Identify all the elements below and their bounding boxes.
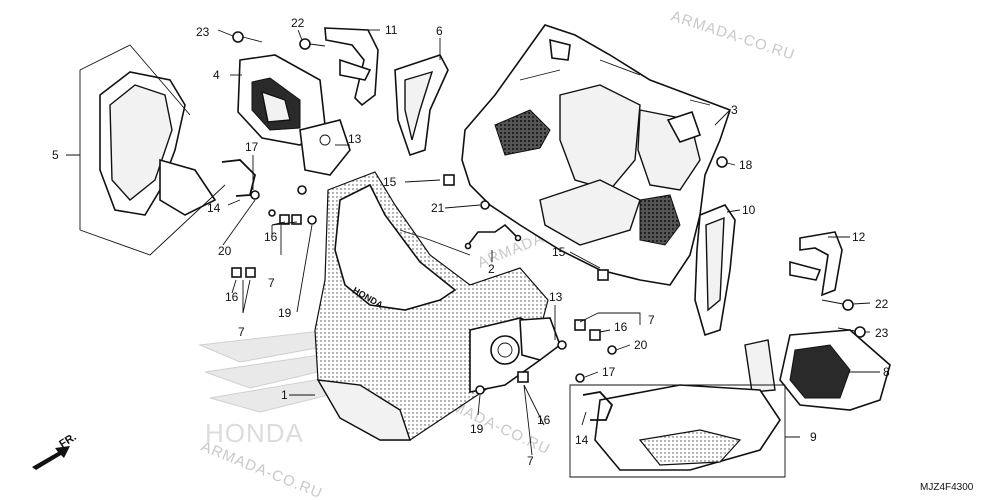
callout-15-b: 15: [552, 245, 566, 259]
washer-left: [268, 209, 276, 217]
callout-3: 3: [731, 103, 738, 117]
watermark-1: ARMADA-CO.RU: [669, 8, 797, 64]
screw-20-right: [607, 345, 617, 355]
fasteners: [231, 31, 866, 395]
callout-21: 21: [431, 201, 445, 215]
callout-14-b: 14: [575, 433, 589, 447]
callout-5: 5: [52, 148, 59, 162]
bolt-22-right: [842, 299, 854, 311]
screw-20-left: [297, 185, 307, 195]
part-13-right-plate: [519, 317, 561, 361]
clip-7-right-upper: [574, 319, 586, 331]
leader-lines: [66, 29, 880, 478]
nut-19-right: [475, 385, 485, 395]
callout-16-c: 16: [614, 320, 628, 334]
callout-7-d: 7: [527, 454, 534, 468]
clip-16-right-upper: [589, 329, 601, 341]
part-10-bracket: [694, 204, 736, 337]
part-2-cable: [464, 223, 522, 250]
callout-7-b: 7: [238, 325, 245, 339]
clip-16-left-lower: [231, 267, 242, 278]
part-8-pocket-box: [744, 329, 891, 411]
callout-12: 12: [852, 230, 866, 244]
callout-16-a: 16: [264, 230, 278, 244]
clip-7-left-upper: [291, 214, 302, 225]
callout-23-b: 23: [875, 326, 889, 340]
part-4-pocket-box: [237, 54, 326, 146]
part-13-left-plate: [299, 119, 351, 176]
callout-20-a: 20: [218, 244, 232, 258]
callout-22-b: 22: [875, 297, 889, 311]
callouts: 1 2 3 4 5 6 7 7 7 7 8 9 10 11 12 13 13 1…: [52, 16, 890, 468]
part-14-right-clip: [582, 391, 614, 421]
callout-22-a: 22: [291, 16, 305, 30]
callout-1: 1: [281, 388, 288, 402]
part-11-hook: [324, 27, 379, 107]
callout-13-a: 13: [348, 132, 362, 146]
bolt-23-left: [232, 31, 244, 43]
callout-11: 11: [385, 23, 398, 37]
callout-6: 6: [436, 24, 443, 38]
nut-19-left: [307, 215, 317, 225]
callout-4: 4: [213, 68, 220, 82]
part-6-bracket: [394, 54, 449, 157]
nut-17-left: [250, 190, 260, 200]
bolt-18: [716, 156, 728, 168]
clip-15-left: [443, 174, 455, 186]
clip-16-right-lower: [517, 371, 529, 383]
part-3-inner-panel: [461, 24, 732, 286]
callout-14-a: 14: [207, 201, 221, 215]
callout-9: 9: [810, 430, 817, 444]
callout-23-a: 23: [196, 25, 210, 39]
diagram-code: MJZ4F4300: [920, 482, 974, 493]
callout-2: 2: [488, 262, 495, 276]
callout-7-a: 7: [268, 276, 275, 290]
part-12-hook: [789, 231, 843, 297]
part-9-pocket-lid: [594, 384, 781, 471]
front-direction-indicator: FR.: [32, 431, 79, 470]
callout-10: 10: [742, 203, 756, 217]
callout-8: 8: [883, 365, 890, 379]
honda-logo-text: HONDA: [205, 418, 304, 448]
callout-17-b: 17: [602, 365, 616, 379]
callout-15-a: 15: [383, 175, 397, 189]
nut-17-right: [575, 373, 585, 383]
callout-19-a: 19: [278, 306, 292, 320]
bolt-13-right: [557, 340, 567, 350]
callout-7-c: 7: [648, 313, 655, 327]
callout-16-d: 16: [537, 413, 551, 427]
callout-20-b: 20: [634, 338, 648, 352]
callout-16-b: 16: [225, 290, 239, 304]
clip-16-left-upper: [279, 214, 290, 225]
part-5-pocket-lid: [99, 71, 217, 216]
clip-15-right: [597, 269, 609, 281]
bolt-22-left: [299, 38, 311, 50]
bolt-23-right: [854, 326, 866, 338]
callout-17-a: 17: [245, 140, 259, 154]
part-14-left-clip: [221, 159, 256, 197]
callout-18: 18: [739, 158, 753, 172]
clip-7-left-lower: [245, 267, 256, 278]
bolt-21: [480, 200, 490, 210]
callout-19-b: 19: [470, 422, 484, 436]
callout-13-b: 13: [549, 290, 563, 304]
